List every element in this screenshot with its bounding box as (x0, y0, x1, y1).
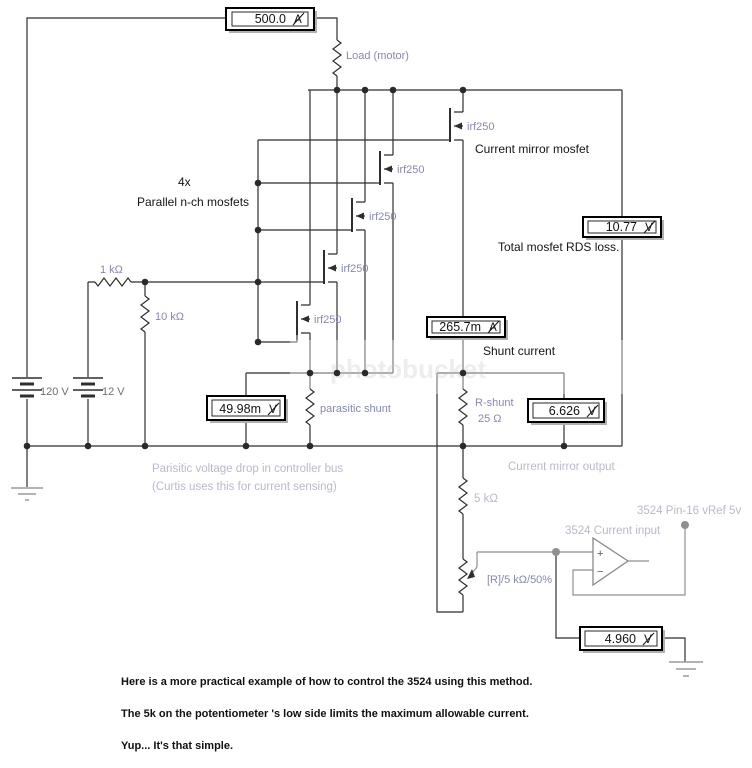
ground-left-icon[interactable] (11, 487, 43, 501)
battery-12v[interactable]: 12 V (73, 377, 125, 398)
mosfet-label: irf250 (397, 164, 425, 176)
junction-dots (23, 86, 689, 556)
r1k-label: 1 kΩ (100, 264, 123, 276)
voltmeter-wiper[interactable]: 4.960 V (579, 626, 665, 653)
current-mirror-label: Current mirror mosfet (475, 142, 590, 156)
junction-dot (361, 369, 369, 377)
junction-dot (333, 369, 341, 377)
resistor-load[interactable]: Load (motor) (332, 39, 409, 77)
vref-label: 3524 Pin-16 vRef 5v (637, 505, 741, 517)
ammeter-shunt-current[interactable]: 265.7m A (426, 316, 508, 340)
resistor-5k[interactable]: 5 kΩ (458, 477, 498, 515)
ground-right-icon[interactable] (669, 661, 703, 677)
junction-dot (242, 442, 250, 450)
junction-dot (254, 338, 262, 346)
voltmeter-parasitic-drop[interactable]: 49.98m V (206, 395, 288, 423)
junction-dot (254, 226, 262, 234)
junction-dot (306, 442, 314, 450)
note-line-1: Here is a more practical example of how … (121, 676, 532, 688)
mosfet-label: irf250 (341, 263, 369, 275)
mosfet-arrow-icon (454, 122, 462, 130)
meter-value: 6.626 (549, 404, 580, 418)
notes-block: Here is a more practical example of how … (121, 676, 532, 752)
junction-dot (333, 86, 341, 94)
photobucket-watermark: photobucket (290, 340, 752, 394)
mosfet-parallel-4[interactable]: irf250 (379, 151, 425, 185)
watermark-text: photobucket (330, 354, 486, 384)
opamp-plus-input: + (597, 548, 603, 560)
junction-dot (560, 442, 568, 450)
junction-dot (84, 442, 92, 450)
parasitic-note-line1: Parisitic voltage drop in controller bus (152, 463, 343, 475)
junction-dot-gray (552, 548, 560, 556)
junction-dot (306, 369, 314, 377)
junction-dot (459, 369, 467, 377)
mosfet-parallel-3[interactable]: irf250 (351, 198, 397, 232)
meter-value: 10.77 (606, 220, 637, 234)
mosfet-label: irf250 (314, 314, 342, 326)
meter-value: 49.98m (219, 402, 261, 416)
rshunt-name-label: R-shunt (475, 397, 514, 409)
resistor-1k[interactable]: 1 kΩ (94, 264, 132, 287)
mirror-output-label: Current mirror output (508, 461, 616, 473)
resistor-10k[interactable]: 10 kΩ (140, 295, 184, 333)
r10k-label: 10 kΩ (155, 311, 184, 323)
junction-dot (23, 442, 31, 450)
rds-loss-label: Total mosfet RDS loss. (498, 240, 619, 254)
potentiometer-label: [R]/5 kΩ/50% (487, 574, 552, 586)
mosfet-current-mirror[interactable]: irf250 (449, 108, 495, 142)
resistor-rshunt[interactable]: R-shunt 25 Ω (458, 388, 514, 426)
junction-dot (254, 179, 262, 187)
junction-dot (254, 278, 262, 286)
meter-value: 4.960 (605, 632, 636, 646)
opamp-minus-input: − (597, 566, 603, 578)
battery-120v-label: 120 V (40, 386, 69, 398)
junction-dot (389, 86, 397, 94)
junction-dot (459, 86, 467, 94)
battery-120v[interactable]: 120 V (12, 377, 69, 398)
watermark-band (290, 340, 752, 394)
junction-dot (459, 442, 467, 450)
mosfet-arrow-icon (356, 212, 364, 220)
resistor-parasitic-shunt[interactable]: parasitic shunt (305, 388, 391, 426)
load-label: Load (motor) (346, 50, 409, 62)
voltmeter-mirror-output[interactable]: 6.626 V (527, 398, 607, 425)
shunt-current-label: Shunt current (483, 344, 556, 358)
mosfet-count-label: 4x (178, 175, 191, 189)
wire-network-opamp (476, 525, 686, 596)
meter-value: 265.7m (439, 320, 481, 334)
mosfet-parallel-1[interactable]: irf250 (296, 301, 342, 335)
voltmeter-rds-loss[interactable]: 10.77 V (582, 216, 664, 240)
junction-dot (141, 442, 149, 450)
note-line-2: The 5k on the potentiometer 's low side … (121, 708, 529, 720)
note-line-3: Yup... It's that simple. (121, 740, 233, 752)
junction-dot (141, 278, 149, 286)
mosfet-label: irf250 (369, 211, 397, 223)
opamp-label: 3524 Current input (565, 525, 661, 537)
mosfet-group-label: Parallel n-ch mosfets (137, 195, 249, 209)
opamp-3524[interactable]: + − (592, 536, 630, 587)
rshunt-value-label: 25 Ω (478, 413, 502, 425)
junction-dot (361, 86, 369, 94)
multimeter-main-current[interactable]: 500.0 A (225, 7, 317, 33)
mosfet-parallel-2[interactable]: irf250 (323, 250, 369, 284)
potentiometer[interactable]: [R]/5 kΩ/50% (458, 558, 552, 596)
parasitic-shunt-label: parasitic shunt (320, 403, 391, 415)
battery-12v-label: 12 V (102, 386, 125, 398)
r5k-label: 5 kΩ (474, 493, 498, 505)
wire-network (26, 17, 686, 662)
mosfet-arrow-icon (301, 315, 309, 323)
mosfet-arrow-icon (384, 165, 392, 173)
vref-node-dot (681, 521, 689, 529)
meter-value: 500.0 (255, 12, 286, 26)
mosfet-arrow-icon (328, 264, 336, 272)
mosfet-label: irf250 (467, 121, 495, 133)
parasitic-note-line2: (Curtis uses this for current sensing) (152, 481, 337, 493)
wiper-arrow-icon (467, 569, 475, 579)
